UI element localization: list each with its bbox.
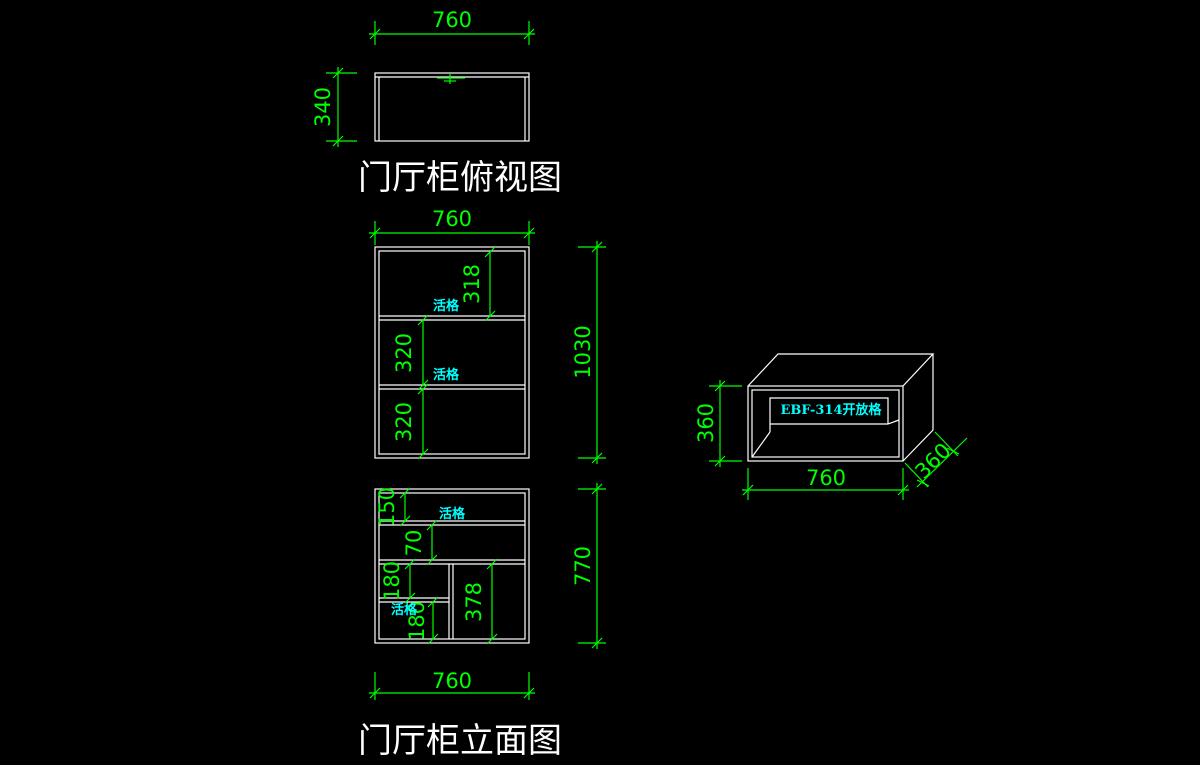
iso-label: EBF-314开放格	[780, 402, 882, 418]
top-view-depth-label: 340	[311, 87, 335, 127]
upper-height-dimension: 1030	[571, 241, 606, 464]
top-view-depth-dimension: 340	[311, 67, 357, 147]
upper-shelf-dim-3: 320	[392, 402, 416, 442]
iso-view: EBF-314开放格 360 760 360	[694, 353, 968, 500]
upper-shelf-label-2: 活格	[433, 367, 460, 383]
iso-front-face	[747, 385, 904, 462]
top-view-title: 门厅柜俯视图	[358, 158, 562, 198]
upper-shelf-dim-1: 318	[460, 264, 484, 304]
lower-dim-378: 378	[462, 582, 486, 622]
lower-cabinet-outline	[374, 488, 530, 644]
top-view-width-dimension: 760	[369, 8, 535, 45]
top-view-small-mark	[437, 73, 465, 84]
lower-dims: 150 70 180 180 378	[375, 487, 498, 645]
iso-height-dimension: 360	[694, 380, 742, 467]
upper-shelf-dim-2: 320	[392, 333, 416, 373]
front-view-upper: 760 318 320 320 活格 活格	[369, 207, 606, 464]
lower-width-label: 760	[432, 669, 472, 693]
iso-width-dimension: 760	[742, 466, 909, 500]
upper-height-label: 1030	[571, 325, 595, 378]
lower-width-dimension: 760	[369, 669, 535, 700]
iso-height-label: 360	[694, 403, 718, 443]
upper-width-dimension: 760	[369, 207, 535, 245]
lower-dim-70: 70	[402, 530, 426, 557]
lower-shelf-label-2: 活格	[391, 602, 418, 618]
upper-shelf-dims: 318 320 320	[392, 246, 496, 460]
lower-height-dimension: 770	[571, 483, 606, 649]
upper-width-label: 760	[432, 207, 472, 231]
front-view-title: 门厅柜立面图	[358, 721, 562, 761]
top-view-width-label: 760	[432, 8, 472, 32]
lower-dim-180-a: 180	[380, 561, 404, 601]
upper-cabinet-outline	[374, 246, 530, 459]
iso-depth-dimension: 360	[904, 431, 968, 488]
iso-width-label: 760	[806, 466, 846, 490]
iso-depth-label: 360	[910, 438, 955, 483]
front-view-lower: 150 70 180 180 378 活格 活格 770 760 门厅柜立面图	[358, 483, 606, 761]
top-view-outline	[374, 72, 530, 142]
lower-shelf-label-1: 活格	[439, 506, 466, 522]
top-view: 760 340 门厅柜俯视图	[311, 8, 562, 198]
upper-shelf-label-1: 活格	[433, 298, 460, 314]
lower-dim-180-b: 180	[405, 601, 429, 641]
lower-dim-150: 150	[375, 487, 399, 527]
lower-height-label: 770	[571, 546, 595, 586]
